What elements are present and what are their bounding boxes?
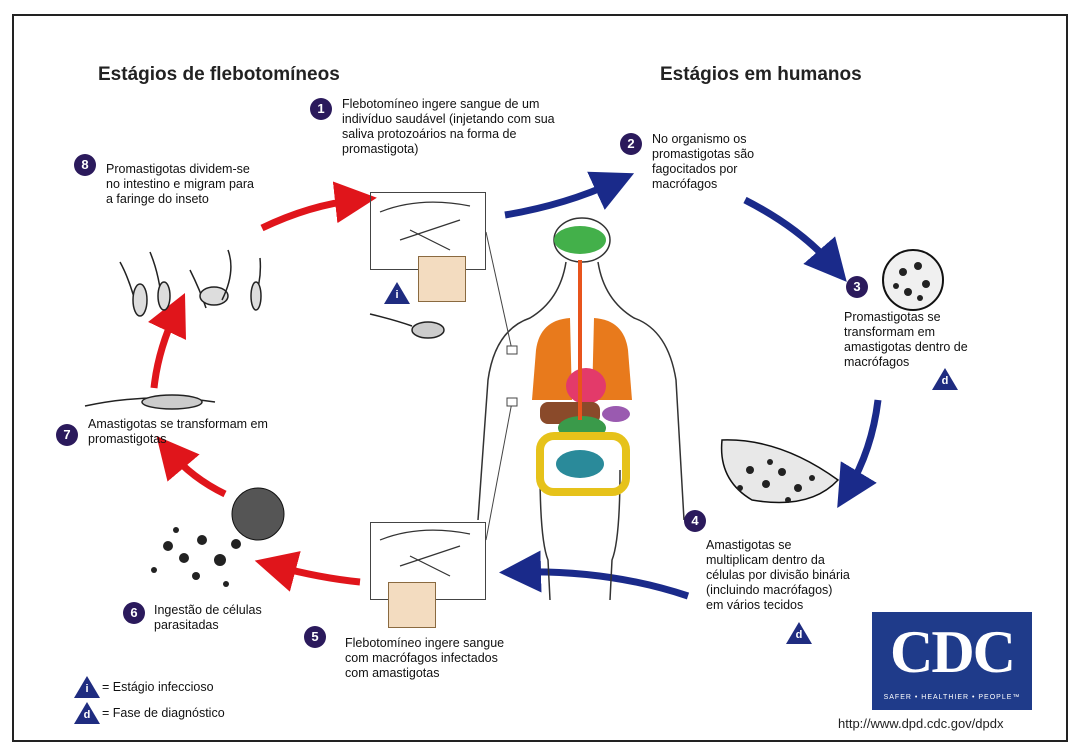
- arrow-5-to-6: [275, 566, 360, 582]
- arrow-7-to-8: [154, 312, 176, 388]
- infected-cell-illustration: [722, 440, 838, 503]
- legend-diagnostic-icon: d: [74, 702, 100, 724]
- amastigote-transforming-illustration: [85, 395, 215, 409]
- cdc-logo-word: CDC: [872, 620, 1032, 684]
- infective-stage-marker-1: i: [384, 282, 410, 304]
- legend-infective-icon: i: [74, 676, 100, 698]
- promastigote-inset: [418, 256, 466, 302]
- arrow-1-to-2: [505, 182, 615, 215]
- legend-infective-text: = Estágio infeccioso: [102, 680, 214, 694]
- step-2-badge: 2: [620, 133, 642, 155]
- step-5-text: Flebotomíneo ingere sangue com macrófago…: [345, 636, 505, 681]
- arrow-8-to-1: [262, 200, 356, 228]
- diagnostic-stage-marker-4: d: [786, 622, 812, 644]
- lungs-icon: [532, 318, 572, 400]
- arrow-4-to-5: [520, 572, 688, 596]
- cdc-tagline: SAFER • HEALTHIER • PEOPLE™: [872, 694, 1032, 701]
- step-5-badge: 5: [304, 626, 326, 648]
- cdc-logo: CDC SAFER • HEALTHIER • PEOPLE™: [872, 612, 1032, 710]
- diagnostic-stage-marker-3: d: [932, 368, 958, 390]
- step-4-badge: 4: [684, 510, 706, 532]
- spleen-icon: [602, 406, 630, 422]
- step-3-text: Promastigotas se transformam em amastigo…: [844, 310, 968, 370]
- step-2-text: No organismo os promastigotas são fagoci…: [652, 132, 762, 192]
- step-7-badge: 7: [56, 424, 78, 446]
- arrow-2-to-3: [745, 200, 833, 266]
- step-3-badge: 3: [846, 276, 868, 298]
- arrow-6-to-7: [170, 452, 225, 494]
- step-7-text: Amastigotas se transformam em promastigo…: [88, 417, 298, 447]
- step-8-text: Promastigotas dividem-se no intestino e …: [106, 162, 256, 207]
- step-1-text: Flebotomíneo ingere sangue de um indivíd…: [342, 97, 578, 157]
- brain-icon: [554, 226, 606, 254]
- promastigote-illustration: [370, 314, 444, 338]
- step-1-badge: 1: [310, 98, 332, 120]
- heart-icon: [566, 368, 606, 404]
- parasitized-cells-illustration: [151, 488, 284, 587]
- promastigotes-illustration: [120, 250, 261, 316]
- step-4-text: Amastigotas se multiplicam dentro da cél…: [706, 538, 852, 613]
- step-6-text: Ingestão de células parasitadas: [154, 603, 274, 633]
- legend-diagnostic-text: = Fase de diagnóstico: [102, 706, 225, 720]
- step-8-badge: 8: [74, 154, 96, 176]
- arrow-3-to-4: [848, 400, 878, 490]
- cdc-url[interactable]: http://www.dpd.cdc.gov/dpdx: [838, 716, 1003, 731]
- macrophage-illustration: [883, 250, 943, 310]
- amastigote-inset: [388, 582, 436, 628]
- step-6-badge: 6: [123, 602, 145, 624]
